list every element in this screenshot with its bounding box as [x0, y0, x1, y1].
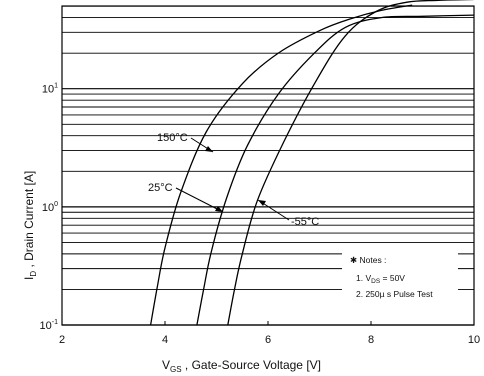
x-tick-label: 6 [265, 334, 271, 346]
note-2: 2. 250µ s Pulse Test [356, 289, 433, 299]
x-tick-label: 4 [162, 334, 168, 346]
label-150c: 150°C [157, 132, 214, 153]
note-1: 1. VDS = 50V [356, 273, 405, 285]
arrowhead-150c [205, 146, 213, 152]
curve-150c [149, 4, 413, 326]
label-m55c: -55°C [257, 199, 319, 228]
x-tick-label: 2 [59, 334, 65, 346]
arrowhead-m55c [258, 200, 266, 206]
y-tick-label: 100 [42, 201, 58, 214]
arrow-25c [175, 187, 224, 213]
notes-title: ✱ Notes : [350, 255, 386, 265]
curve-25c [196, 14, 475, 326]
series-label-150c: 150°C [157, 132, 188, 144]
label-25c: 25°C [148, 182, 224, 213]
y-axis-label: ID , Drain Current [A] [22, 171, 38, 280]
arrowhead-25c [215, 206, 223, 212]
y-tick-label: 101 [42, 83, 58, 96]
x-tick-label: 8 [368, 334, 374, 346]
tick-labels: 2 4 6 8 10 10-1 100 101 [40, 83, 481, 346]
curve-m55c [227, 0, 475, 326]
series-label-25c: 25°C [148, 182, 173, 194]
y-tick-label: 10-1 [40, 319, 59, 332]
notes-background [342, 246, 458, 306]
x-axis-label: VGS , Gate-Source Voltage [V] [162, 358, 321, 374]
curves [149, 0, 475, 326]
series-label-m55c: -55°C [291, 216, 319, 228]
notes-annotation: ✱ Notes : 1. VDS = 50V 2. 250µ s Pulse T… [342, 246, 458, 306]
x-tick-label: 10 [468, 334, 480, 346]
